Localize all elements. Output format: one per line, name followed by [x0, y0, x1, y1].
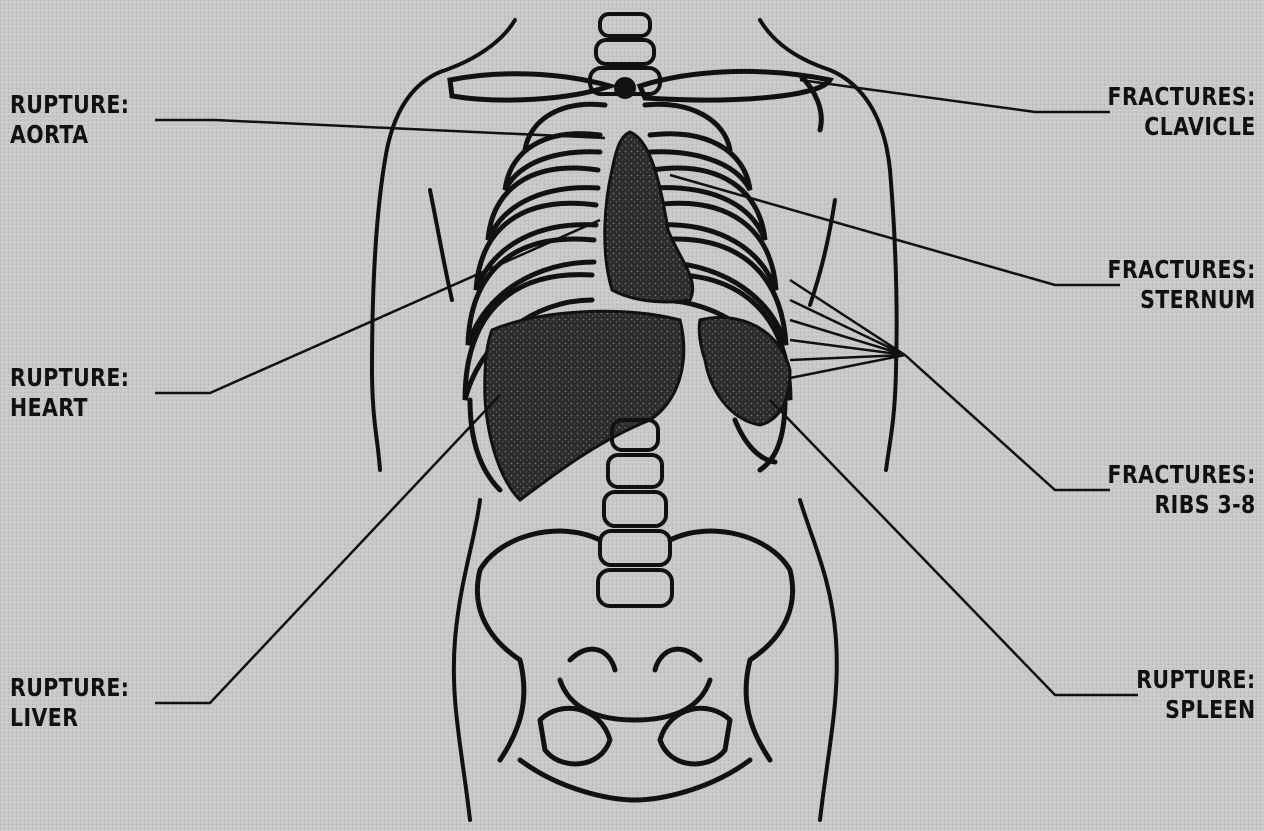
label-line: LIVER [10, 703, 129, 733]
label-rupture-liver: RUPTURE: LIVER [10, 673, 129, 733]
label-line: FRACTURES: [1108, 82, 1256, 112]
label-line: HEART [10, 393, 129, 423]
label-line: STERNUM [1108, 285, 1256, 315]
label-line: FRACTURES: [1108, 460, 1256, 490]
label-line: RUPTURE: [10, 673, 129, 703]
label-line: FRACTURES: [1108, 255, 1256, 285]
label-line: RIBS 3-8 [1108, 490, 1256, 520]
label-rupture-aorta: RUPTURE: AORTA [10, 90, 129, 150]
label-line: AORTA [10, 120, 129, 150]
label-fractures-ribs: FRACTURES: RIBS 3-8 [1108, 460, 1256, 520]
label-line: RUPTURE: [10, 90, 129, 120]
label-fractures-sternum: FRACTURES: STERNUM [1108, 255, 1256, 315]
label-rupture-spleen: RUPTURE: SPLEEN [1137, 665, 1256, 725]
label-rupture-heart: RUPTURE: HEART [10, 363, 129, 423]
label-line: RUPTURE: [1137, 665, 1256, 695]
label-fractures-clavicle: FRACTURES: CLAVICLE [1108, 82, 1256, 142]
label-line: SPLEEN [1137, 695, 1256, 725]
label-line: CLAVICLE [1108, 112, 1256, 142]
label-line: RUPTURE: [10, 363, 129, 393]
